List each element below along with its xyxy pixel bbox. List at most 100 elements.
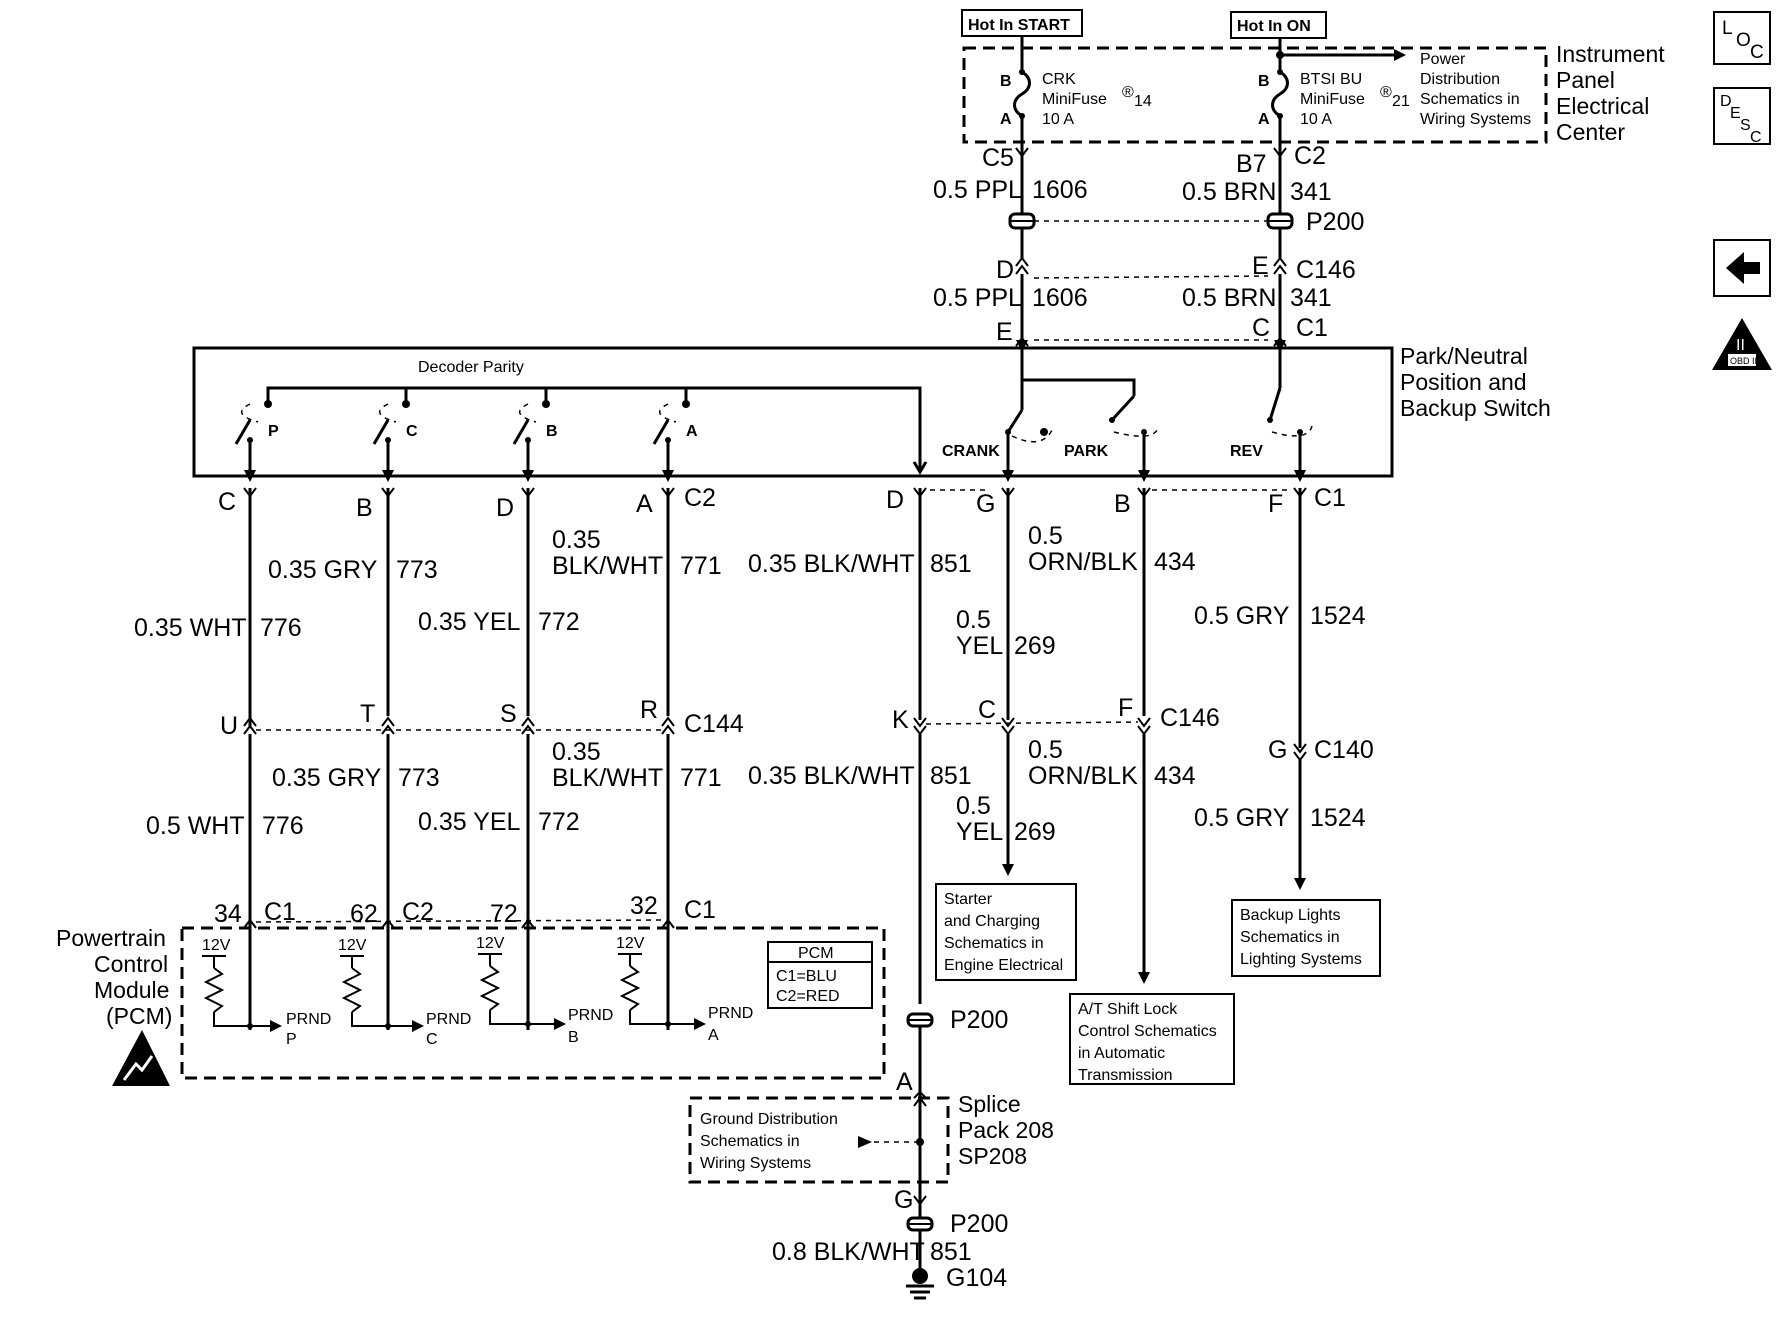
svg-text:YEL: YEL [956, 632, 1003, 660]
svg-text:REV: REV [1230, 443, 1263, 460]
mid-wire-labels: 0.35 GRY 773 0.35 BLK/WHT 771 0.35 BLK/W… [134, 522, 1366, 660]
svg-text:Ground Distribution: Ground Distribution [700, 1111, 838, 1128]
svg-text:®: ® [1380, 84, 1392, 101]
svg-text:O: O [1736, 30, 1751, 51]
svg-text:Powertrain: Powertrain [56, 925, 166, 951]
svg-text:CRK: CRK [1042, 71, 1076, 88]
svg-text:Hot In START: Hot In START [968, 17, 1070, 34]
svg-text:A/T Shift Lock: A/T Shift Lock [1078, 1001, 1178, 1018]
svg-text:YEL: YEL [956, 818, 1003, 846]
wire-label: 0.5 PPL [933, 176, 1022, 204]
svg-text:Module: Module [94, 977, 169, 1003]
svg-text:C146: C146 [1160, 704, 1220, 732]
svg-text:PRND: PRND [286, 1011, 331, 1028]
park-neutral-switch-label: Park/Neutral Position and Backup Switch [1400, 343, 1551, 421]
svg-text:B: B [1258, 73, 1270, 90]
backup-lights-ref-box: Backup Lights Schematics in Lighting Sys… [1231, 899, 1381, 977]
obd-ii-icon: II OBD II [1712, 318, 1772, 370]
svg-text:Lighting Systems: Lighting Systems [1240, 951, 1362, 968]
svg-text:Distribution: Distribution [1420, 71, 1500, 88]
svg-text:Wiring Systems: Wiring Systems [1420, 111, 1531, 128]
svg-text:D: D [1720, 93, 1732, 110]
svg-text:A: A [896, 1068, 913, 1096]
svg-text:21: 21 [1392, 93, 1410, 110]
svg-text:ORN/BLK: ORN/BLK [1028, 548, 1138, 576]
pcm-input-a: 12V PRND A [616, 935, 753, 1044]
desc-icon[interactable]: D E S C [1713, 87, 1771, 146]
svg-text:Schematics in: Schematics in [700, 1133, 800, 1150]
svg-text:0.5 WHT: 0.5 WHT [146, 812, 245, 840]
svg-text:Wiring Systems: Wiring Systems [700, 1155, 811, 1172]
svg-text:A: A [1000, 111, 1012, 128]
svg-text:771: 771 [680, 552, 722, 580]
svg-text:0.35 BLK/WHT: 0.35 BLK/WHT [748, 550, 915, 578]
svg-text:0.35 YEL: 0.35 YEL [418, 608, 521, 636]
svg-text:0.35 BLK/WHT: 0.35 BLK/WHT [748, 762, 915, 790]
fuse-crk: B A CRK MiniFuse ® 14 10 A [1000, 48, 1152, 142]
wire-label: 0.5 BRN [1182, 178, 1276, 206]
svg-text:C2: C2 [1294, 142, 1326, 170]
svg-text:A: A [686, 423, 698, 440]
svg-text:Engine Electrical: Engine Electrical [944, 957, 1063, 974]
switch-park: PARK [1022, 378, 1159, 482]
svg-text:II: II [1736, 337, 1745, 354]
svg-text:1524: 1524 [1310, 804, 1366, 832]
svg-text:P200: P200 [950, 1210, 1008, 1238]
hot-in-on-label: Hot In ON [1230, 11, 1327, 39]
wire-label: 0.5 BRN [1182, 284, 1276, 312]
svg-text:269: 269 [1014, 818, 1056, 846]
svg-text:MiniFuse: MiniFuse [1300, 91, 1365, 108]
low-wire-labels: 0.35 GRY 773 0.35 BLK/WHT 771 0.35 BLK/W… [146, 736, 1366, 846]
svg-text:0.35: 0.35 [552, 526, 601, 554]
svg-text:C1: C1 [1314, 484, 1346, 512]
svg-text:1524: 1524 [1310, 602, 1366, 630]
svg-text:PCM: PCM [798, 945, 834, 962]
ipec-label: Instrument Panel Electrical Center [1556, 41, 1665, 145]
svg-text:C2: C2 [684, 484, 716, 512]
svg-text:and Charging: and Charging [944, 913, 1040, 930]
back-arrow-icon[interactable] [1713, 239, 1771, 297]
svg-text:10 A: 10 A [1300, 111, 1332, 128]
svg-text:773: 773 [396, 556, 438, 584]
svg-text:PRND: PRND [708, 1005, 753, 1022]
svg-text:D: D [496, 494, 514, 522]
svg-text:C: C [1750, 129, 1762, 146]
svg-text:Backup Switch: Backup Switch [1400, 395, 1551, 421]
svg-text:A: A [1258, 111, 1270, 128]
svg-text:B: B [1114, 490, 1131, 518]
ipec-box [962, 46, 1548, 144]
svg-text:772: 772 [538, 608, 580, 636]
svg-text:62: 62 [350, 900, 378, 928]
svg-text:0.5 GRY: 0.5 GRY [1194, 602, 1290, 630]
svg-text:776: 776 [260, 614, 302, 642]
svg-text:Splice: Splice [958, 1091, 1021, 1117]
svg-text:12V: 12V [202, 937, 231, 954]
svg-text:C2=RED: C2=RED [776, 988, 840, 1005]
pcm-connector-row: 34 C1 62 C2 72 32 C1 [214, 892, 716, 929]
svg-text:C144: C144 [684, 710, 744, 738]
svg-text:E: E [1730, 105, 1741, 122]
svg-text:C: C [406, 423, 418, 440]
svg-text:776: 776 [262, 812, 304, 840]
ground-circuit: P200 A Splice Pack 208 SP208 Ground Dist… [688, 1006, 1054, 1300]
svg-text:10 A: 10 A [1042, 111, 1074, 128]
svg-text:G: G [976, 490, 995, 518]
svg-text:C5: C5 [982, 144, 1014, 172]
svg-text:Pack 208: Pack 208 [958, 1117, 1054, 1143]
shift-lock-ref-box: A/T Shift Lock Control Schematics in Aut… [1069, 993, 1235, 1085]
starter-charging-ref-box: Starter and Charging Schematics in Engin… [935, 883, 1077, 981]
svg-text:772: 772 [538, 808, 580, 836]
svg-text:C1=BLU: C1=BLU [776, 968, 837, 985]
svg-text:12V: 12V [338, 937, 367, 954]
svg-text:Backup Lights: Backup Lights [1240, 907, 1341, 924]
svg-text:CRANK: CRANK [942, 443, 1000, 460]
svg-text:P200: P200 [1306, 208, 1364, 236]
loc-icon[interactable]: L O C [1713, 11, 1771, 65]
svg-text:G104: G104 [946, 1264, 1007, 1292]
svg-text:851: 851 [930, 762, 972, 790]
svg-text:S: S [500, 700, 517, 728]
svg-text:Center: Center [1556, 119, 1625, 145]
pcm-input-p: 12V PRND P [202, 937, 331, 1048]
svg-text:BTSI BU: BTSI BU [1300, 71, 1362, 88]
